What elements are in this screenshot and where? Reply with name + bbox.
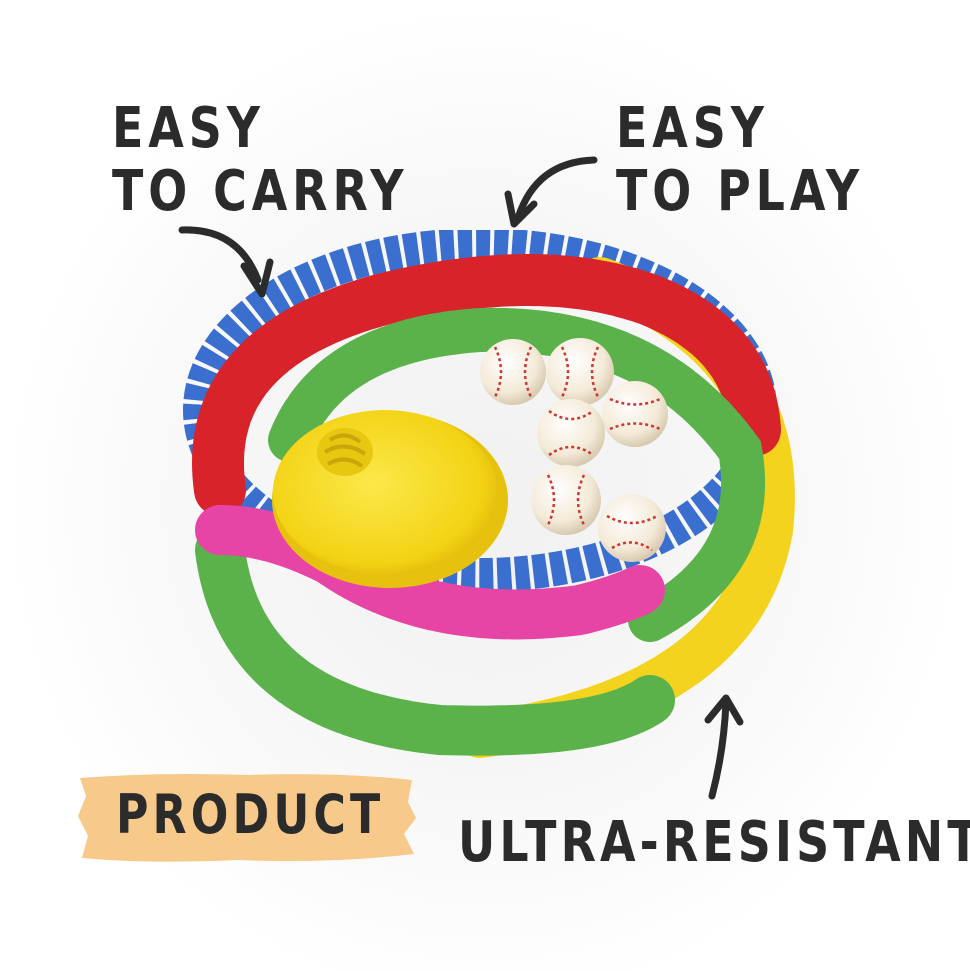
- caption-easy-to-play: EASY TO PLAY: [616, 96, 865, 224]
- product-illustration: [183, 230, 795, 758]
- caption-line: TO CARRY: [112, 158, 409, 224]
- ring-green-outer: [195, 525, 675, 756]
- caption-line: TO PLAY: [616, 158, 865, 224]
- arrow-up-icon: [704, 694, 744, 800]
- ring-pink: [195, 505, 665, 640]
- yellow-cones: [272, 410, 508, 588]
- arrow-to-ring-icon: [178, 226, 274, 298]
- caption-line: EASY: [112, 96, 265, 161]
- badge-brush-background: [78, 774, 416, 862]
- caption-ultra-resistant: ULTRA-RESISTANT: [458, 810, 970, 875]
- caption-easy-to-carry: EASY TO CARRY: [112, 96, 409, 224]
- ring-green-inner: [268, 307, 766, 642]
- badge-label: PRODUCT: [116, 783, 385, 846]
- baseballs: [480, 338, 668, 562]
- caption-line: EASY: [616, 96, 769, 161]
- ring-red: [192, 254, 781, 516]
- arrow-to-ring-icon-2: [504, 156, 598, 228]
